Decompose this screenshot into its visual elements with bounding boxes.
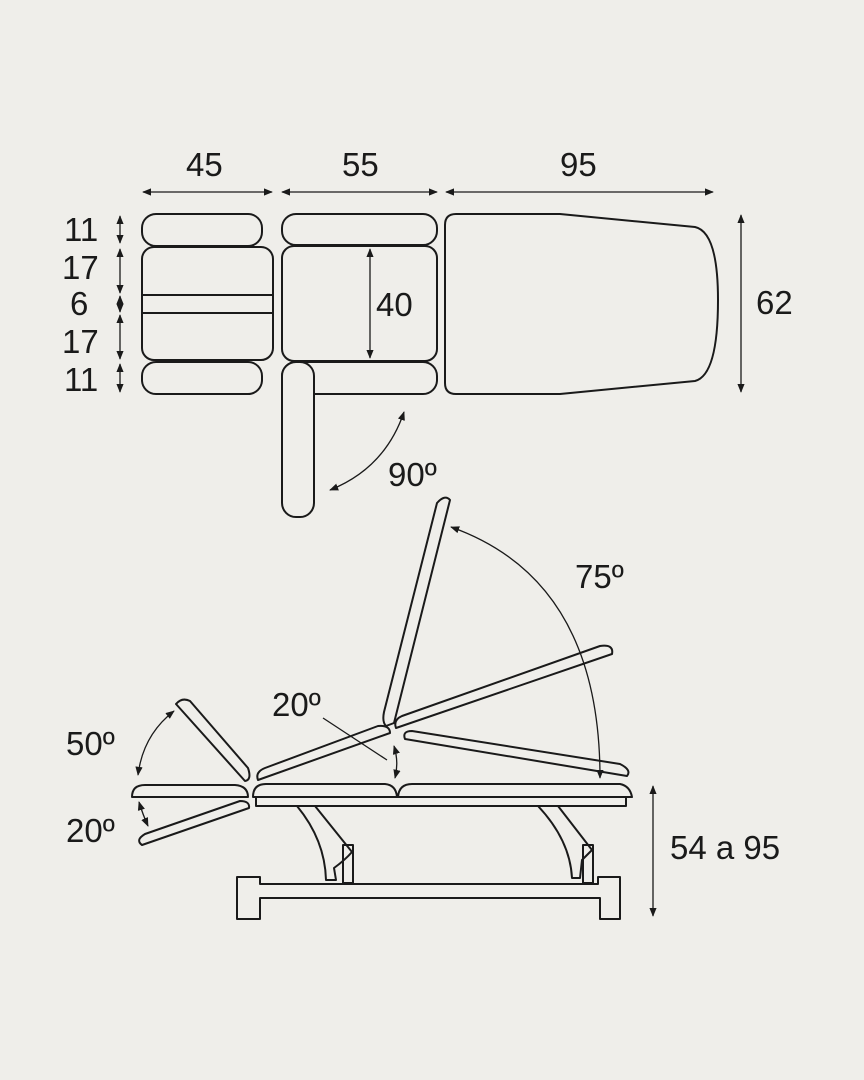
- height-label-40: 40: [376, 286, 413, 323]
- angle-50-arc: [135, 710, 175, 776]
- seat-raised: [256, 724, 391, 781]
- head-section: [444, 213, 719, 395]
- angle-label-20-low: 20º: [66, 812, 115, 849]
- leg-pad-top: [141, 213, 263, 247]
- height-label-11-top: 11: [64, 211, 99, 248]
- angle-75-arc: [450, 526, 604, 779]
- angle-90-arc: [329, 411, 405, 491]
- backrest-low: [403, 730, 630, 777]
- width-label-55: 55: [342, 146, 379, 183]
- angle-label-20-mid: 20º: [272, 686, 321, 723]
- height-label-17-bottom: 17: [62, 323, 99, 360]
- armrest-rotated: [281, 361, 315, 518]
- frame-top: [255, 796, 627, 807]
- base-frame: [236, 876, 621, 920]
- leg-raised: [175, 698, 251, 782]
- side-view: [131, 496, 657, 920]
- leg-pad-bottom: [141, 361, 263, 395]
- strut-right: [537, 805, 593, 879]
- mid-pad-top: [281, 213, 438, 246]
- width-label-95: 95: [560, 146, 597, 183]
- leg-section-main: [141, 246, 274, 361]
- angle-label-90: 90º: [388, 456, 437, 493]
- backrest-75: [382, 496, 451, 727]
- angle-label-75: 75º: [575, 558, 624, 595]
- height-label-6: 6: [70, 285, 89, 322]
- backrest-mid: [394, 644, 614, 729]
- width-label-62: 62: [756, 284, 793, 321]
- width-label-45: 45: [186, 146, 223, 183]
- height-label-17-top: 17: [62, 249, 99, 286]
- angle-20-low-arc: [137, 801, 149, 827]
- angle-label-50: 50º: [66, 725, 115, 762]
- height-label-11-bottom: 11: [64, 361, 99, 398]
- height-range-label: 54 a 95: [670, 829, 781, 866]
- mid-section-main: [281, 245, 438, 362]
- angle-20-mid-arc: [392, 745, 401, 779]
- leg-lowered: [138, 800, 251, 846]
- leg-flat: [131, 784, 249, 798]
- head-flat: [397, 783, 633, 798]
- top-view: [116, 188, 745, 518]
- strut-left: [296, 805, 353, 881]
- seat-flat: [252, 783, 398, 798]
